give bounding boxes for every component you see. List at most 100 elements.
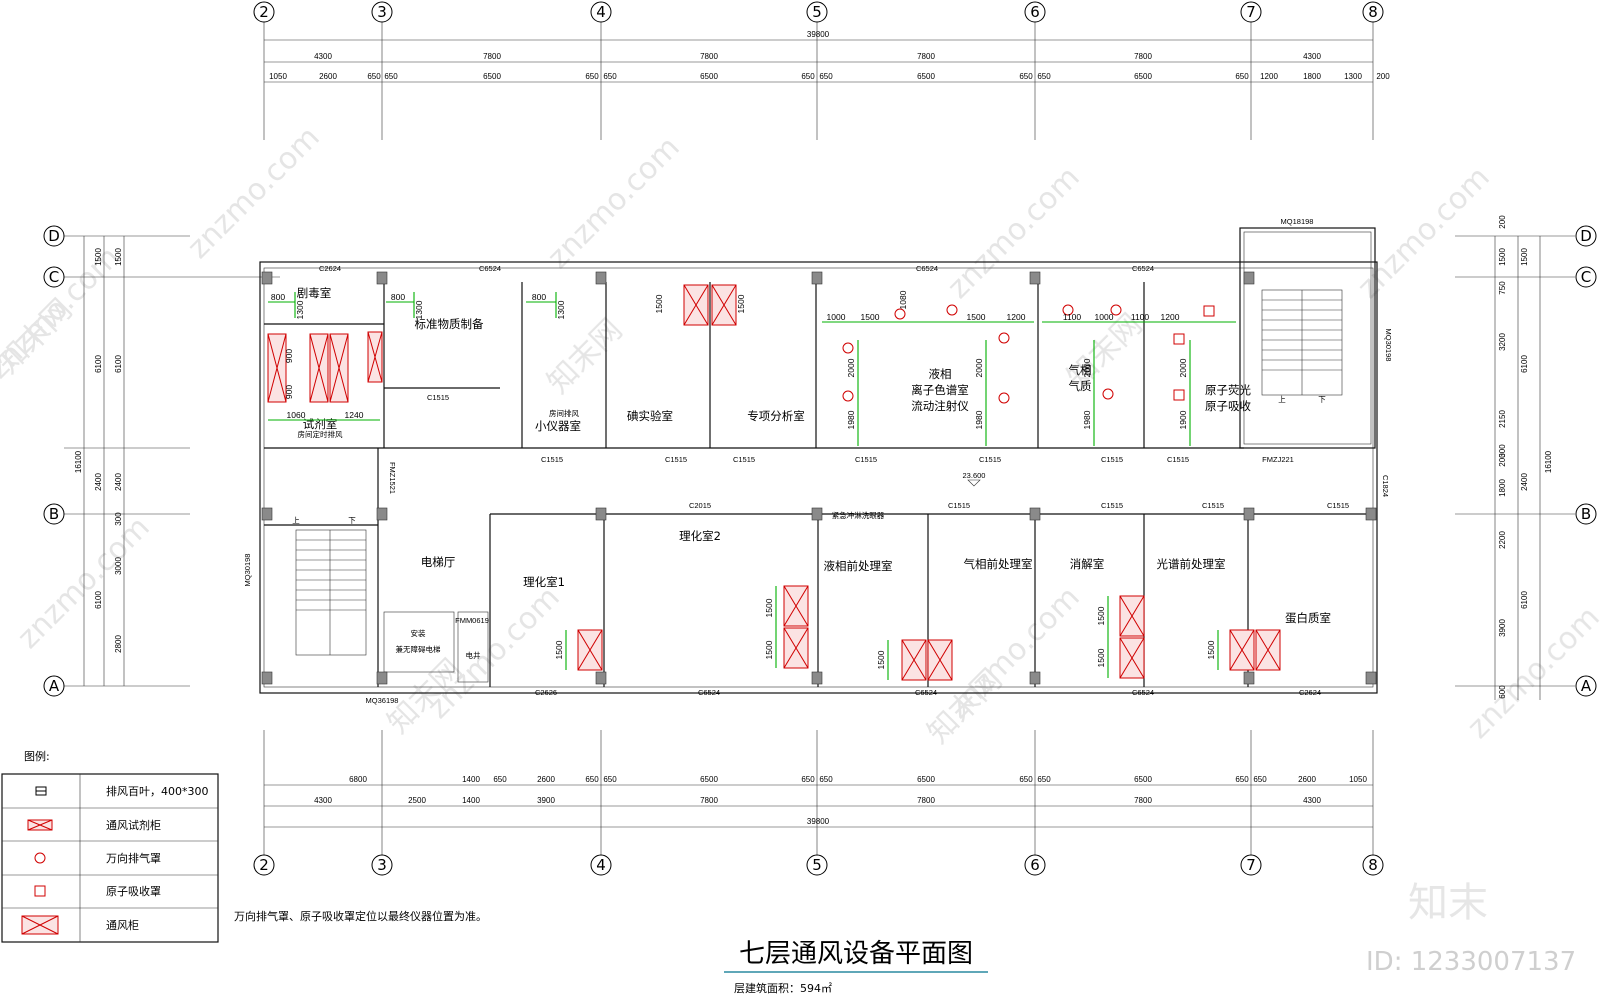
svg-text:C1515: C1515 bbox=[541, 455, 563, 464]
svg-text:C2624: C2624 bbox=[1299, 688, 1321, 697]
axis-5: 5 bbox=[806, 1, 828, 140]
svg-text:6500: 6500 bbox=[483, 72, 501, 81]
svg-text:6: 6 bbox=[1030, 856, 1040, 874]
page-title: 七层通风设备平面图 bbox=[739, 939, 973, 969]
svg-text:1500: 1500 bbox=[1096, 606, 1106, 625]
column-axes-bottom: 2 3 4 5 6 7 8 bbox=[253, 730, 1384, 876]
drawing-title: 七层通风设备平面图 层建筑面积：594㎡ bbox=[724, 939, 988, 995]
svg-text:1240: 1240 bbox=[345, 410, 364, 420]
room-lab1: 理化室1 bbox=[523, 575, 565, 589]
room-reagent: 试剂室 bbox=[303, 417, 338, 431]
svg-text:FMM0619: FMM0619 bbox=[455, 616, 489, 625]
fume-hood-icon bbox=[1229, 629, 1255, 671]
fume-hood-icon bbox=[683, 284, 709, 326]
watermark: znzmo.com bbox=[941, 160, 1087, 306]
axis-8: 8 bbox=[1362, 1, 1384, 140]
elevation-mark: 23.600 bbox=[963, 471, 986, 480]
svg-text:7: 7 bbox=[1246, 3, 1256, 21]
svg-text:1980: 1980 bbox=[846, 410, 856, 429]
svg-text:1300: 1300 bbox=[1344, 72, 1362, 81]
svg-text:C: C bbox=[49, 268, 59, 286]
svg-text:650: 650 bbox=[1235, 775, 1249, 784]
svg-text:2400: 2400 bbox=[1520, 473, 1529, 491]
svg-text:离子色谱室: 离子色谱室 bbox=[911, 383, 969, 397]
svg-text:1400: 1400 bbox=[462, 796, 480, 805]
axis-A-left: A bbox=[43, 675, 65, 697]
room-lab2: 理化室2 bbox=[679, 529, 721, 543]
svg-text:B: B bbox=[49, 505, 59, 523]
svg-text:2400: 2400 bbox=[94, 473, 103, 491]
svg-text:650: 650 bbox=[1253, 775, 1267, 784]
room-poison: 剧毒室 bbox=[297, 286, 332, 300]
aas-hood-icon bbox=[1203, 305, 1215, 317]
fume-hood-icon bbox=[901, 639, 927, 681]
svg-text:6500: 6500 bbox=[917, 775, 935, 784]
svg-text:C: C bbox=[1581, 268, 1591, 286]
svg-text:6500: 6500 bbox=[917, 72, 935, 81]
svg-text:900: 900 bbox=[284, 385, 294, 399]
svg-text:650: 650 bbox=[801, 72, 815, 81]
reagent-cabinet-icon bbox=[27, 819, 53, 831]
fume-hood-icon bbox=[1119, 637, 1145, 679]
svg-text:1000: 1000 bbox=[827, 312, 846, 322]
svg-text:1500: 1500 bbox=[736, 294, 746, 313]
svg-text:650: 650 bbox=[1019, 72, 1033, 81]
svg-text:650: 650 bbox=[367, 72, 381, 81]
svg-text:800: 800 bbox=[391, 292, 405, 302]
axis-D-right: D bbox=[1575, 225, 1597, 247]
universal-hood-icon bbox=[894, 308, 906, 320]
aas-hood-icon bbox=[34, 885, 46, 897]
svg-text:房间定时排风: 房间定时排风 bbox=[298, 429, 343, 439]
svg-text:5: 5 bbox=[812, 856, 822, 874]
axis-3: 3 bbox=[371, 730, 393, 876]
axis-6: 6 bbox=[1024, 1, 1046, 140]
axis-C-right: C bbox=[1575, 266, 1597, 288]
svg-text:房间排风: 房间排风 bbox=[549, 408, 579, 418]
svg-text:1400: 1400 bbox=[462, 775, 480, 784]
svg-text:气质: 气质 bbox=[1069, 379, 1092, 393]
svg-text:1980: 1980 bbox=[1082, 410, 1092, 429]
svg-text:800: 800 bbox=[271, 292, 285, 302]
svg-text:1500: 1500 bbox=[764, 598, 774, 617]
svg-text:C6524: C6524 bbox=[1132, 688, 1154, 697]
svg-text:1900: 1900 bbox=[1178, 410, 1188, 429]
svg-text:650: 650 bbox=[1235, 72, 1249, 81]
svg-text:MQ36198: MQ36198 bbox=[366, 696, 399, 705]
bottom-dimensions: 6800 1400 650 2600 650 650 6500 650 650 … bbox=[264, 775, 1373, 828]
svg-text:2200: 2200 bbox=[1498, 531, 1507, 549]
svg-text:650: 650 bbox=[603, 775, 617, 784]
axis-B-left: B bbox=[43, 503, 65, 525]
svg-text:1500: 1500 bbox=[654, 294, 664, 313]
svg-text:300: 300 bbox=[114, 512, 123, 526]
axis-4: 4 bbox=[590, 1, 612, 140]
svg-text:3900: 3900 bbox=[1498, 619, 1507, 637]
room-labels: 剧毒室 标准物质制备 试剂室 房间定时排风 房间排风 小仪器室 碘实验室 专项分… bbox=[297, 286, 1331, 660]
floor-area: 层建筑面积：594㎡ bbox=[734, 981, 832, 995]
svg-text:1300: 1300 bbox=[414, 300, 424, 319]
svg-text:排风百叶，400*300: 排风百叶，400*300 bbox=[106, 784, 209, 798]
legend-note: 万向排气罩、原子吸收罩定位以最终仪器位置为准。 bbox=[234, 909, 487, 923]
svg-text:紧急冲淋洗眼器: 紧急冲淋洗眼器 bbox=[832, 510, 885, 520]
svg-text:2600: 2600 bbox=[1298, 775, 1316, 784]
axis-6: 6 bbox=[1024, 730, 1046, 876]
svg-text:5: 5 bbox=[812, 3, 822, 21]
reagent-cabinets bbox=[267, 331, 383, 403]
aas-hood-icon bbox=[1173, 333, 1185, 345]
svg-text:2: 2 bbox=[259, 3, 269, 21]
svg-text:650: 650 bbox=[1037, 775, 1051, 784]
fume-hood-icon bbox=[783, 585, 809, 627]
svg-text:4300: 4300 bbox=[314, 796, 332, 805]
room-digest: 消解室 bbox=[1070, 557, 1105, 571]
fume-hood-icon bbox=[1255, 629, 1281, 671]
svg-text:2000: 2000 bbox=[846, 358, 856, 377]
svg-text:C6524: C6524 bbox=[698, 688, 720, 697]
svg-text:1980: 1980 bbox=[974, 410, 984, 429]
svg-text:650: 650 bbox=[801, 775, 815, 784]
svg-text:7800: 7800 bbox=[483, 52, 501, 61]
svg-text:下: 下 bbox=[348, 516, 356, 525]
svg-text:6500: 6500 bbox=[700, 775, 718, 784]
svg-text:C1515: C1515 bbox=[979, 455, 1001, 464]
svg-text:1200: 1200 bbox=[1161, 312, 1180, 322]
svg-text:C1515: C1515 bbox=[665, 455, 687, 464]
svg-text:1050: 1050 bbox=[269, 72, 287, 81]
